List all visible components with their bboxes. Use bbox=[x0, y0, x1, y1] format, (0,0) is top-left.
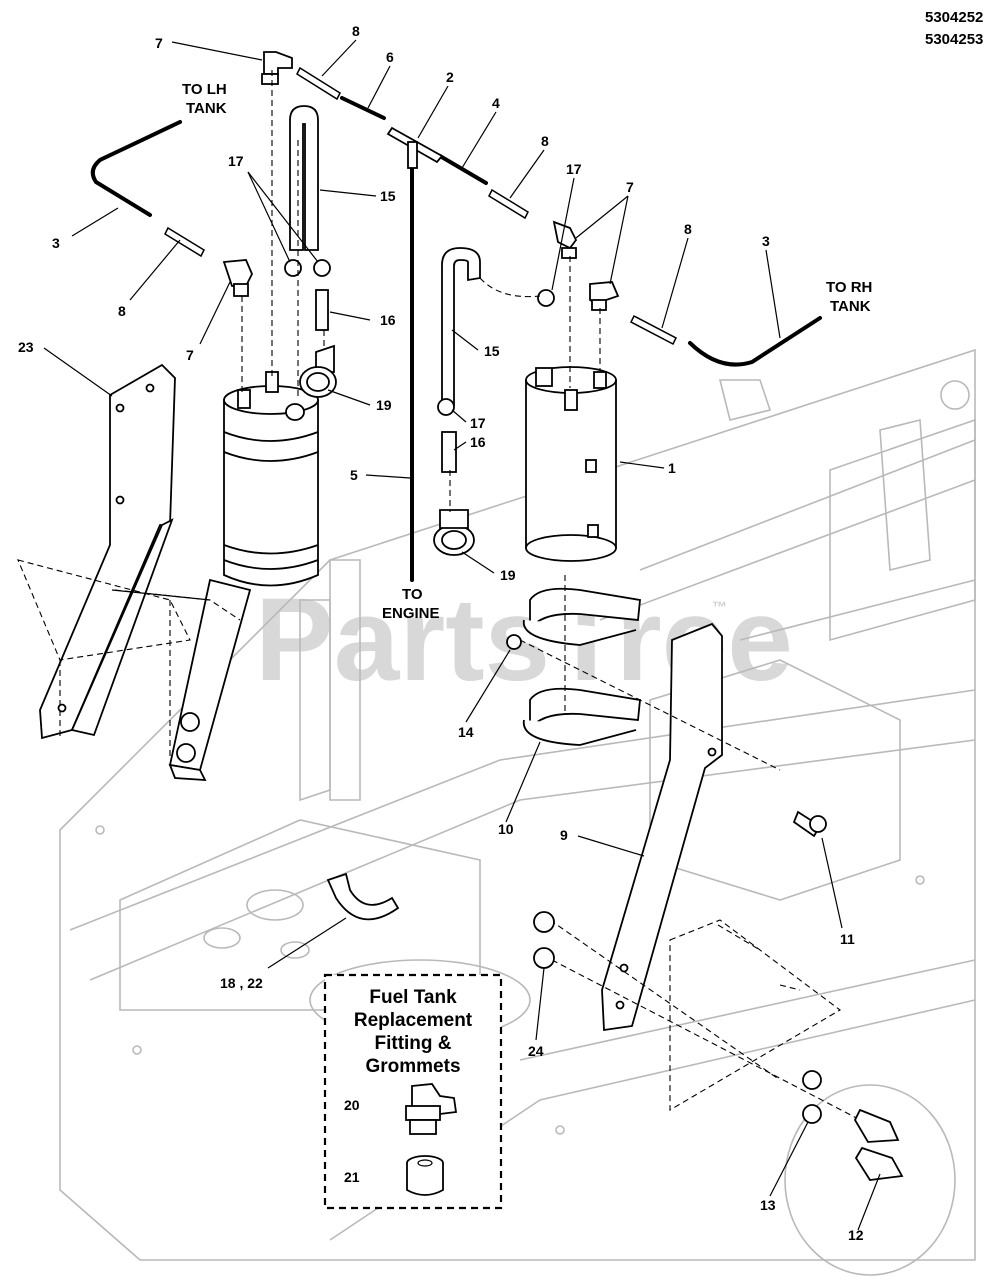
rh-vent-hose-15 bbox=[433, 247, 555, 556]
callout-19: 19 bbox=[500, 567, 516, 583]
bracket-23 bbox=[39, 363, 176, 740]
clamp-8-d bbox=[630, 314, 677, 346]
to-engine-line1: TO bbox=[402, 586, 423, 603]
callout-15: 15 bbox=[380, 188, 396, 204]
callout-17: 17 bbox=[470, 415, 486, 431]
mower-frame bbox=[59, 348, 976, 1276]
band-clamps-10 bbox=[523, 587, 641, 746]
tee-fitting-2-stem bbox=[407, 141, 418, 169]
callout-1: 1 bbox=[668, 460, 676, 476]
hardware bbox=[506, 634, 904, 1181]
hose-4 bbox=[438, 154, 488, 185]
callout-24: 24 bbox=[528, 1043, 544, 1059]
callout-18-22: 18 , 22 bbox=[220, 975, 263, 991]
callout-17: 17 bbox=[566, 161, 582, 177]
callout-16: 16 bbox=[380, 312, 396, 328]
rh-mount-plate-dashed bbox=[241, 70, 871, 1126]
clamp-8-b bbox=[488, 188, 529, 220]
callout-12: 12 bbox=[848, 1227, 864, 1243]
callout-3: 3 bbox=[762, 233, 770, 249]
callout-5: 6 bbox=[386, 49, 394, 65]
rh-canister-1 bbox=[525, 366, 617, 562]
callout-21: 21 bbox=[344, 1169, 360, 1185]
callout-13: 13 bbox=[760, 1197, 776, 1213]
callout-15: 15 bbox=[484, 343, 500, 359]
cable-tie-18-22 bbox=[326, 872, 400, 921]
inset-title-line3: Fitting & bbox=[374, 1033, 451, 1054]
callout-9: 9 bbox=[560, 827, 568, 843]
to-engine-line2: ENGINE bbox=[382, 605, 440, 622]
callout-4: 4 bbox=[492, 95, 500, 111]
to-rh-tank-line1: TO RH bbox=[826, 279, 872, 296]
callout-2: 2 bbox=[446, 69, 454, 85]
callout-3: 3 bbox=[52, 235, 60, 251]
hose-5 bbox=[340, 96, 386, 120]
to-lh-tank-line1: TO LH bbox=[182, 81, 227, 98]
elbow-fittings-7 bbox=[222, 51, 620, 311]
trademark: ™ bbox=[712, 599, 727, 616]
callout-7: 7 bbox=[186, 347, 194, 363]
callout-20: 20 bbox=[344, 1097, 360, 1113]
fuel-hoses bbox=[90, 66, 822, 582]
callout-8: 8 bbox=[541, 133, 549, 149]
callout-8: 8 bbox=[352, 23, 360, 39]
clamp-8-a bbox=[296, 66, 341, 101]
lh-canister-assembly bbox=[168, 371, 319, 782]
callout-8: 8 bbox=[118, 303, 126, 319]
to-rh-tank-line2: TANK bbox=[830, 298, 871, 315]
callout-17: 17 bbox=[228, 153, 244, 169]
inset-title-line4: Grommets bbox=[365, 1056, 460, 1077]
callout-23: 23 bbox=[18, 339, 34, 355]
callout-19: 19 bbox=[376, 397, 392, 413]
inset-title-line1: Fuel Tank bbox=[369, 987, 457, 1008]
lh-vent-hose-15 bbox=[284, 105, 337, 398]
callout-11: 11 bbox=[840, 931, 855, 947]
callout-14: 14 bbox=[458, 724, 474, 740]
routing-notes: TO LH TANK TO RH TANK TO ENGINE bbox=[182, 81, 872, 622]
to-lh-tank-line2: TANK bbox=[186, 100, 227, 117]
leader-lines bbox=[43, 39, 881, 1231]
hose-3-lh bbox=[90, 120, 182, 217]
callout-16: 16 bbox=[470, 434, 486, 450]
callout-10: 10 bbox=[498, 821, 514, 837]
callout-6: 5 bbox=[350, 467, 358, 483]
inset-title-line2: Replacement bbox=[354, 1010, 473, 1031]
part-number-2: 5304253 bbox=[925, 31, 983, 48]
callouts: 7 8 6 2 4 8 17 7 8 3 17 15 3 8 7 16 19 2… bbox=[18, 23, 864, 1243]
part-number-1: 5304252 bbox=[925, 9, 983, 26]
inset-box: Fuel Tank Replacement Fitting & Grommets… bbox=[323, 973, 503, 1210]
callout-7: 7 bbox=[155, 35, 163, 51]
callout-8: 8 bbox=[684, 221, 692, 237]
clamp-8-c bbox=[164, 226, 205, 258]
callout-7: 7 bbox=[626, 179, 634, 195]
hose-3-rh bbox=[688, 316, 822, 367]
